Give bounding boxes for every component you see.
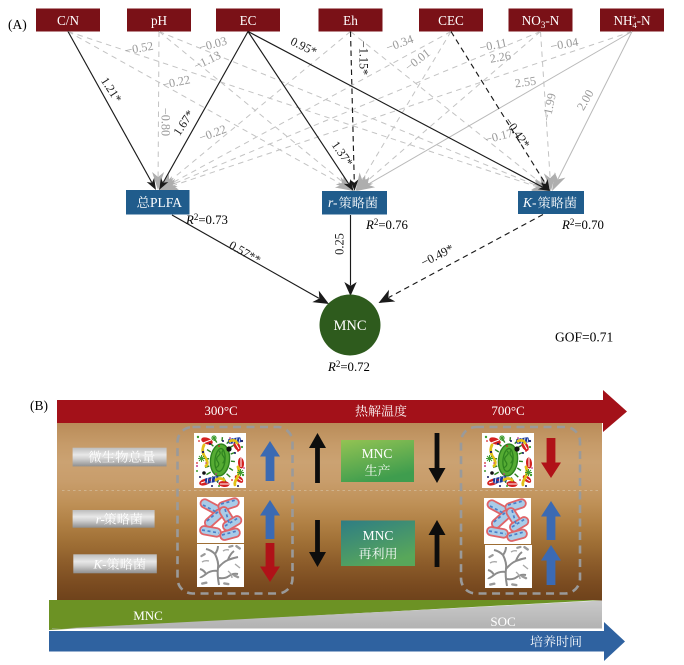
svg-text:−0.22: −0.22 bbox=[197, 122, 228, 145]
svg-text:1.37*: 1.37* bbox=[329, 138, 356, 168]
svg-text:−0.04: −0.04 bbox=[549, 35, 579, 54]
svg-text:NO3-N: NO3-N bbox=[522, 13, 560, 30]
svg-text:MNC: MNC bbox=[133, 608, 163, 623]
svg-text:−0.52: −0.52 bbox=[124, 39, 154, 58]
svg-text:CEC: CEC bbox=[438, 13, 464, 28]
svg-text:700°C: 700°C bbox=[491, 403, 524, 418]
svg-text:(B): (B) bbox=[30, 398, 48, 413]
svg-text:R2=0.70: R2=0.70 bbox=[561, 217, 604, 232]
svg-text:2.55: 2.55 bbox=[514, 74, 537, 91]
svg-text:300°C: 300°C bbox=[204, 403, 237, 418]
svg-text:C/N: C/N bbox=[57, 13, 79, 28]
svg-text:EC: EC bbox=[240, 13, 257, 28]
svg-text:R2=0.73: R2=0.73 bbox=[185, 212, 228, 227]
svg-text:r-: r- bbox=[96, 511, 105, 526]
svg-text:1.21*: 1.21* bbox=[98, 75, 125, 106]
svg-text:−0.80: −0.80 bbox=[159, 108, 173, 136]
svg-text:−0.34: −0.34 bbox=[384, 32, 415, 55]
svg-text:−1.13: −1.13 bbox=[192, 48, 223, 73]
svg-text:GOF=0.71: GOF=0.71 bbox=[555, 330, 613, 345]
svg-text:0.57**: 0.57** bbox=[227, 238, 264, 267]
svg-text:PLFA: PLFA bbox=[150, 195, 182, 210]
svg-text:pH: pH bbox=[151, 13, 168, 28]
svg-text:−1.99: −1.99 bbox=[539, 92, 559, 122]
svg-text:1.67*: 1.67* bbox=[170, 108, 197, 139]
svg-text:K-: K- bbox=[522, 195, 537, 210]
svg-text:R2=0.72: R2=0.72 bbox=[327, 359, 370, 374]
svg-text:MNC: MNC bbox=[363, 528, 394, 543]
svg-text:−0.11: −0.11 bbox=[478, 35, 508, 54]
svg-text:SOC: SOC bbox=[490, 614, 515, 629]
svg-text:0.25: 0.25 bbox=[332, 233, 346, 255]
svg-text:r-: r- bbox=[328, 195, 338, 210]
svg-text:−0.49*: −0.49* bbox=[418, 241, 455, 269]
svg-text:K-: K- bbox=[93, 557, 107, 572]
svg-text:NH4+-N: NH4+-N bbox=[613, 12, 651, 30]
svg-text:MNC: MNC bbox=[362, 446, 393, 461]
svg-text:(A): (A) bbox=[8, 17, 27, 32]
svg-text:R2=0.76: R2=0.76 bbox=[365, 217, 409, 232]
svg-text:MNC: MNC bbox=[333, 318, 366, 334]
svg-text:−1.15*: −1.15* bbox=[357, 41, 371, 75]
svg-text:−0.22: −0.22 bbox=[161, 72, 191, 92]
svg-text:2.26: 2.26 bbox=[489, 48, 512, 65]
svg-text:Eh: Eh bbox=[343, 13, 358, 28]
